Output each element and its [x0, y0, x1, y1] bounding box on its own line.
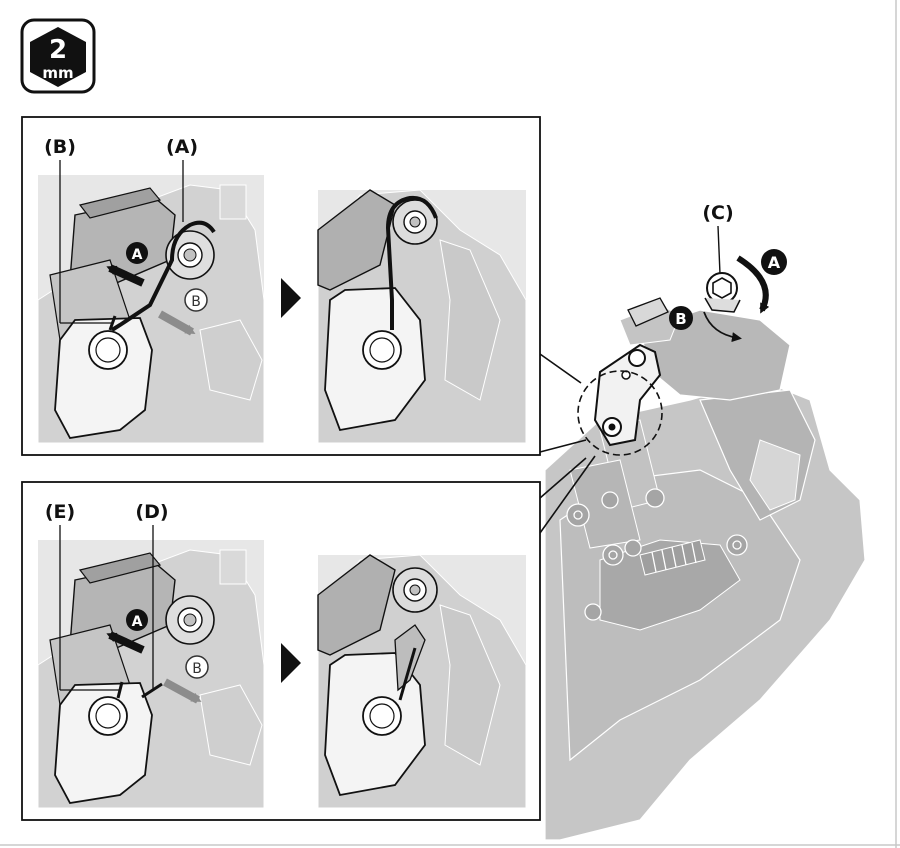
svg-text:A: A — [132, 614, 143, 630]
tool-size: 2 — [49, 35, 67, 65]
rotate-arrow-b — [703, 311, 742, 343]
label-bolt-c: (C) — [702, 202, 733, 224]
svg-text:B: B — [192, 661, 202, 677]
next-step-arrow — [281, 278, 301, 318]
top-after-image — [317, 189, 527, 444]
marker-b-main: B — [669, 306, 693, 330]
detail-panel-top: A B (B) (A) — [21, 116, 587, 456]
next-step-arrow-2 — [281, 643, 301, 683]
svg-text:A: A — [768, 253, 781, 272]
svg-text:A: A — [132, 247, 143, 263]
rotate-arrow-a — [736, 255, 770, 314]
hex-key-badge: 2 mm — [20, 18, 96, 94]
marker-a-main: A — [761, 249, 787, 275]
label-e-bottom: (E) — [45, 501, 75, 523]
derailleur-main-view — [544, 272, 866, 841]
detail-panel-bottom: A B (E) (D) — [21, 455, 596, 821]
svg-text:B: B — [191, 294, 201, 310]
label-d-bottom: (D) — [135, 501, 168, 523]
bottom-before-image: A B — [37, 540, 265, 809]
label-a-top: (A) — [166, 136, 198, 158]
hex-key-icon — [30, 27, 86, 87]
bottom-after-image — [317, 554, 527, 809]
zoom-circle — [577, 370, 663, 456]
tool-unit: mm — [42, 64, 73, 82]
adjust-bolt-c — [704, 272, 741, 313]
top-before-image: A B — [37, 175, 265, 444]
label-b-top: (B) — [44, 136, 76, 158]
svg-text:B: B — [675, 310, 686, 328]
